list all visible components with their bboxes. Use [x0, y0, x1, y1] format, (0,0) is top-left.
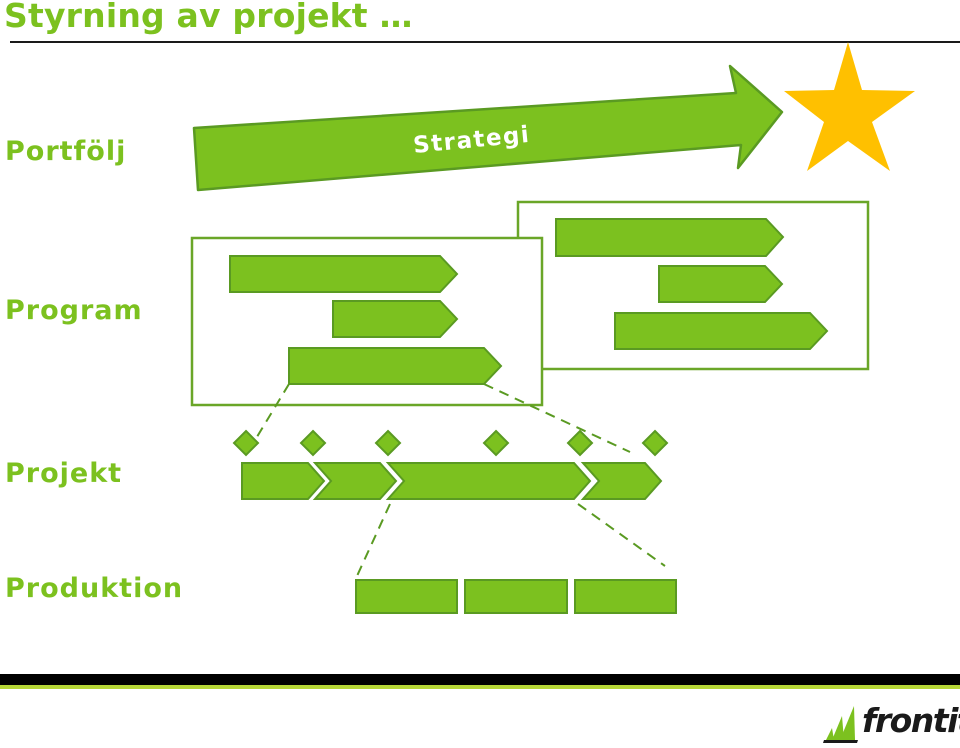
program-2-bar-1: [555, 218, 785, 257]
strategy-arrow: [192, 64, 784, 192]
production-block-1: [355, 579, 458, 614]
milestone-diamond-icon: [374, 429, 402, 457]
zoom-line-program-right: [483, 383, 631, 453]
milestone-diamond-icon: [232, 429, 260, 457]
project-phase-1: [241, 462, 326, 500]
level-label-portfolj: Portfölj: [5, 136, 127, 167]
footer-bar-black: [0, 674, 960, 685]
milestone-diamond-icon: [641, 429, 669, 457]
milestone-diamond-icon: [482, 429, 510, 457]
level-label-projekt: Projekt: [5, 458, 123, 489]
program-2-bar-2: [658, 265, 784, 303]
footer-bar-green: [0, 685, 960, 689]
level-label-program: Program: [5, 295, 143, 326]
program-2-bar-3: [614, 312, 829, 350]
program-1-bar-3: [288, 347, 503, 385]
logo-text: frontit: [862, 701, 960, 740]
frontit-logo-icon: [823, 706, 858, 743]
page-title: Styrning av projekt …: [4, 0, 413, 35]
star-icon: [784, 42, 915, 171]
project-phase-2: [312, 462, 398, 500]
program-1-bar-1: [229, 255, 459, 293]
program-1-bar-2: [332, 300, 459, 338]
zoom-line-project-left: [356, 503, 391, 577]
frontit-logo: frontit: [822, 700, 960, 744]
milestone-diamond-icon: [299, 429, 327, 457]
milestone-diamond-icon: [566, 429, 594, 457]
production-block-2: [464, 579, 568, 614]
level-label-produktion: Produktion: [5, 573, 184, 604]
project-phase-3: [385, 462, 592, 500]
zoom-line-project-right: [577, 503, 666, 567]
production-block-3: [574, 579, 677, 614]
project-phase-4: [580, 462, 663, 500]
title-divider: [10, 41, 960, 43]
